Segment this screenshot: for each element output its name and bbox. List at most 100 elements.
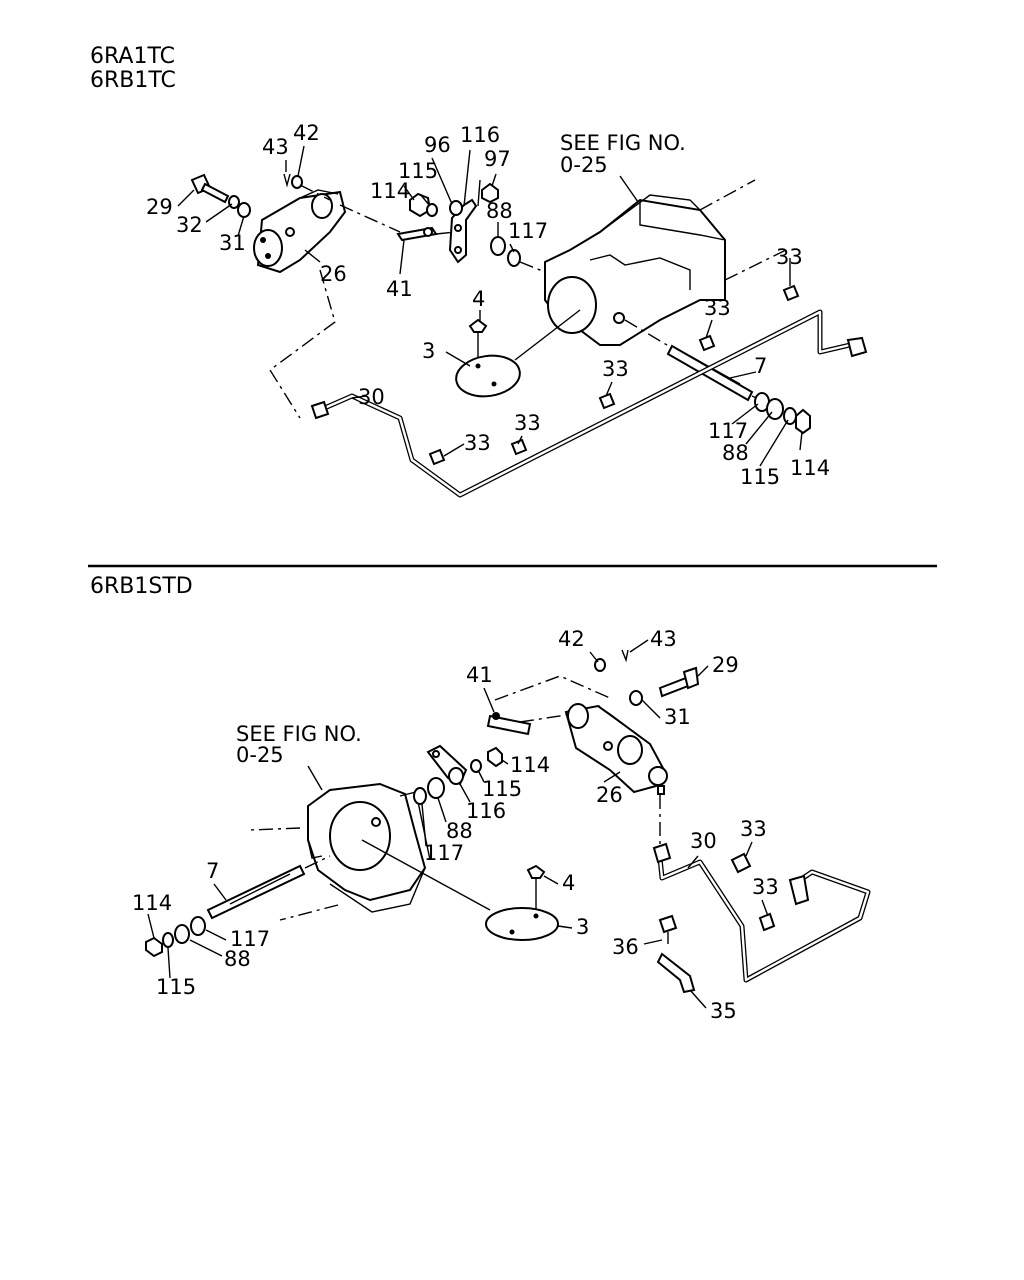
washer-31 xyxy=(629,690,643,706)
pipe-fitting xyxy=(788,874,810,906)
model-title-6rb1std: 6RB1STD xyxy=(90,574,193,599)
washer-42 xyxy=(291,175,303,189)
callout-114: 114 xyxy=(510,753,550,777)
callout-114: 114 xyxy=(370,179,410,203)
clip-43 xyxy=(621,649,629,663)
washer-88 xyxy=(174,924,190,944)
valve-plate-3 xyxy=(485,907,559,941)
clip-33 xyxy=(598,392,616,410)
callout-116: 116 xyxy=(466,799,506,823)
callout-7: 7 xyxy=(754,354,767,378)
callout-42: 42 xyxy=(558,627,585,651)
see-fig-label: SEE FIG NO. xyxy=(560,131,686,155)
callout-41: 41 xyxy=(466,663,493,687)
callout-32: 32 xyxy=(176,213,203,237)
throttle-shaft xyxy=(624,319,771,405)
washer-117 xyxy=(507,249,521,267)
plate-leader xyxy=(361,839,491,911)
callout-31: 31 xyxy=(219,231,246,255)
washer-88 xyxy=(490,236,506,256)
assembly-line xyxy=(494,675,611,701)
callout-88: 88 xyxy=(224,947,251,971)
throttle-body xyxy=(544,179,791,346)
callout-26: 26 xyxy=(320,262,347,286)
lever-116 xyxy=(426,744,468,786)
model-title-6rb1tc: 6RB1TC xyxy=(90,68,176,93)
clip-33 xyxy=(758,912,776,932)
callout-114: 114 xyxy=(790,456,830,480)
actuator-cylinder xyxy=(253,189,401,274)
callout-115: 115 xyxy=(156,975,196,999)
throttle-body xyxy=(249,782,431,921)
callout-43: 43 xyxy=(262,135,289,159)
bottom-diagram: SEE FIG NO. 0-25 xyxy=(132,627,871,1023)
bolt-36 xyxy=(658,914,678,934)
plate-hole xyxy=(509,929,515,935)
washer-115 xyxy=(162,932,174,948)
leader xyxy=(307,765,323,791)
nut-114 xyxy=(487,746,503,768)
washer-115 xyxy=(426,203,438,217)
callout-33: 33 xyxy=(740,817,767,841)
washer-117 xyxy=(413,787,427,805)
callout-30: 30 xyxy=(690,829,717,853)
valve-plate-3 xyxy=(455,354,521,398)
clip-33 xyxy=(782,284,800,302)
clip-33 xyxy=(698,334,716,352)
bolt-29 xyxy=(190,173,230,204)
throttle-shaft xyxy=(206,855,331,920)
pipe-fitting xyxy=(310,400,330,420)
washer-31 xyxy=(237,202,251,218)
pipe-fitting xyxy=(846,336,868,358)
callout-33: 33 xyxy=(752,875,779,899)
callout-26: 26 xyxy=(596,783,623,807)
callout-29: 29 xyxy=(712,653,739,677)
callout-117: 117 xyxy=(708,419,748,443)
top-diagram: SEE FIG NO. 0-25 xyxy=(146,121,868,498)
callout-114: 114 xyxy=(132,891,172,915)
nut-114 xyxy=(795,408,811,435)
callout-115: 115 xyxy=(740,465,780,489)
bracket-35 xyxy=(656,952,696,994)
actuator-cylinder xyxy=(564,703,668,845)
callout-4: 4 xyxy=(472,287,485,311)
callout-3: 3 xyxy=(422,339,435,363)
callout-36: 36 xyxy=(612,935,639,959)
clip-33 xyxy=(428,448,446,466)
callout-3: 3 xyxy=(576,915,589,939)
callout-97: 97 xyxy=(484,147,511,171)
screw-4 xyxy=(468,318,488,333)
callout-41: 41 xyxy=(386,277,413,301)
callout-43: 43 xyxy=(650,627,677,651)
see-fig-number: 0-25 xyxy=(560,153,608,177)
bolt-29 xyxy=(658,666,700,698)
callout-35: 35 xyxy=(710,999,737,1023)
screw-4 xyxy=(526,864,546,879)
callout-115: 115 xyxy=(398,159,438,183)
washer-32 xyxy=(228,195,240,209)
callout-117: 117 xyxy=(508,219,548,243)
callout-116: 116 xyxy=(460,123,500,147)
callout-42: 42 xyxy=(293,121,320,145)
see-fig-number: 0-25 xyxy=(236,743,284,767)
model-title-6ra1tc: 6RA1TC xyxy=(90,44,175,69)
callout-7: 7 xyxy=(206,859,219,883)
callout-117: 117 xyxy=(230,927,270,951)
nut-114 xyxy=(145,936,163,958)
callout-96: 96 xyxy=(424,133,451,157)
callout-33: 33 xyxy=(464,431,491,455)
callout-88: 88 xyxy=(722,441,749,465)
washer-88 xyxy=(427,777,445,799)
clip-43 xyxy=(283,173,291,188)
callout-115: 115 xyxy=(482,777,522,801)
washer-96 xyxy=(449,200,463,216)
callout-88: 88 xyxy=(486,199,513,223)
washer-115 xyxy=(470,759,482,773)
callout-88: 88 xyxy=(446,819,473,843)
nut-97 xyxy=(481,182,499,204)
callout-31: 31 xyxy=(664,705,691,729)
washer-115 xyxy=(783,407,797,425)
plate-hole xyxy=(491,381,497,387)
callout-117: 117 xyxy=(424,841,464,865)
